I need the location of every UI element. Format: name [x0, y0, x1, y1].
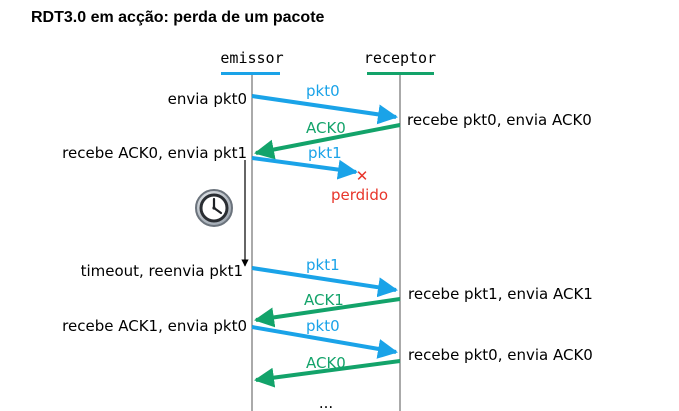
message-arrow-pkt1-resent [251, 266, 398, 298]
message-arrow-ack0 [254, 123, 401, 160]
message-label-ack0-second: ACK0 [306, 354, 346, 372]
receiver-header-bar [367, 72, 434, 75]
message-label-pkt1-lost: pkt1 [308, 144, 342, 162]
message-arrow-ack1 [254, 297, 401, 328]
event-recv-ack0-send-pkt1: recebe ACK0, envia pkt1 [62, 144, 247, 162]
message-arrow-pkt0-second [251, 325, 398, 359]
event-send-pkt0: envia pkt0 [168, 90, 247, 108]
message-label-ack0: ACK0 [306, 119, 346, 137]
continuation-ellipsis: ... [319, 394, 333, 411]
message-label-pkt0-second: pkt0 [306, 317, 340, 335]
diagram-title: RDT3.0 em acção: perda de um pacote [31, 9, 325, 26]
receiver-label: receptor [364, 49, 436, 67]
message-arrow-pkt0 [251, 94, 398, 125]
event-timeout-resend: timeout, reenvia pkt1 [81, 262, 243, 280]
lost-mark-icon: ✕ [356, 167, 369, 185]
sender-header-bar [221, 72, 280, 75]
event-recv-pkt0-send-ack0-second: recebe pkt0, envia ACK0 [408, 346, 593, 364]
message-arrow-pkt1-lost [251, 156, 358, 180]
message-label-pkt0: pkt0 [306, 82, 340, 100]
sender-label: emissor [220, 49, 283, 67]
event-recv-pkt1-send-ack1: recebe pkt1, envia ACK1 [408, 285, 593, 303]
event-recv-ack1-send-pkt0: recebe ACK1, envia pkt0 [62, 317, 247, 335]
clock-icon [195, 189, 233, 227]
lost-label: perdido [331, 186, 388, 204]
event-recv-pkt0-send-ack0: recebe pkt0, envia ACK0 [407, 111, 592, 129]
message-label-ack1: ACK1 [304, 291, 344, 309]
message-arrow-ack0-second [254, 359, 401, 388]
message-label-pkt1-resent: pkt1 [306, 256, 340, 274]
